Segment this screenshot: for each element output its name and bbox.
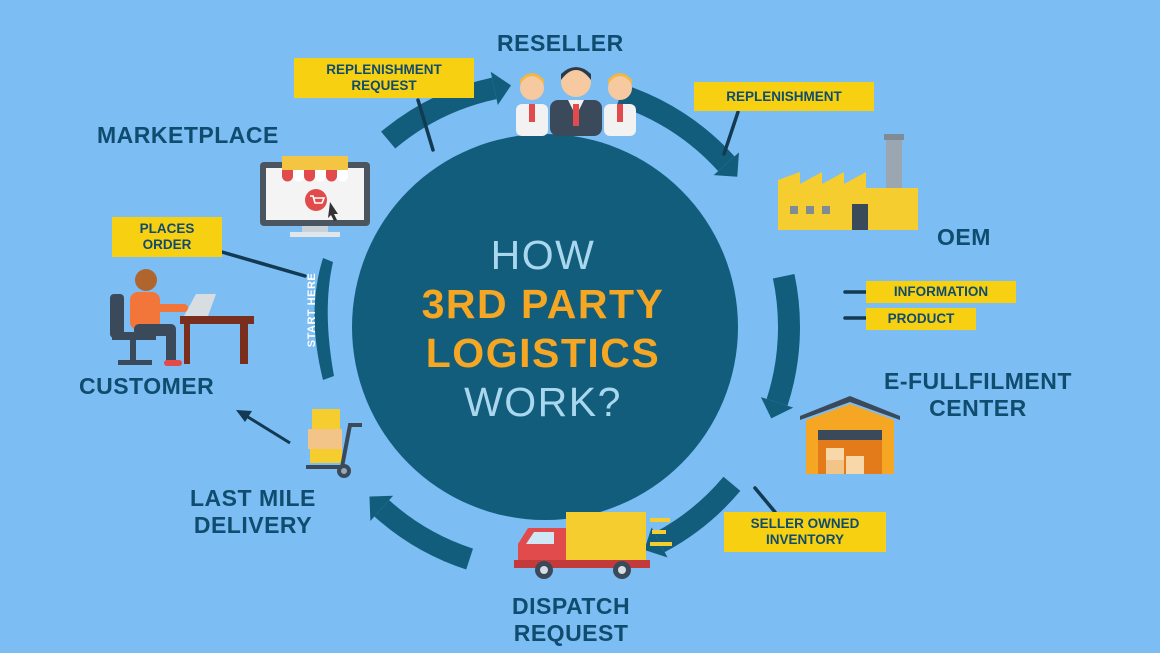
- tag-replenishment-request: REPLENISHMENT REQUEST: [294, 58, 474, 98]
- hand-truck-icon: [306, 409, 362, 478]
- node-dispatch-line1: DISPATCH: [512, 593, 631, 619]
- customer-at-desk-icon: [110, 269, 254, 366]
- node-e-fulfilment: E-FULLFILMENT CENTER: [884, 368, 1072, 422]
- arc-reseller-oem: [616, 84, 735, 172]
- arc-dispatch-lastmile: [374, 500, 474, 570]
- connector-replenishment-request: [416, 98, 435, 152]
- tag-seller-owned-line2: INVENTORY: [765, 532, 844, 547]
- tag-places-order-line1: PLACES: [139, 221, 195, 236]
- node-last-mile: LAST MILE DELIVERY: [190, 485, 316, 539]
- center-title-line4: WORK?: [464, 379, 622, 425]
- tag-product: PRODUCT: [866, 308, 976, 330]
- node-e-fulfilment-line2: CENTER: [929, 395, 1027, 421]
- tag-places-order: PLACES ORDER: [112, 217, 222, 257]
- delivery-truck-icon: [514, 512, 672, 579]
- tag-replenishment-request-line2: REQUEST: [351, 78, 417, 93]
- center-title-line3: LOGISTICS: [425, 330, 661, 376]
- tag-information: INFORMATION: [866, 281, 1016, 303]
- node-last-mile-line2: DELIVERY: [193, 512, 313, 538]
- start-here-segment: [314, 258, 334, 380]
- node-last-mile-line1: LAST MILE: [190, 485, 316, 511]
- tag-replenishment: REPLENISHMENT: [694, 82, 874, 111]
- reseller-people-icon: [516, 67, 636, 136]
- customer-arrow: [236, 410, 291, 445]
- connector-places-order: [220, 250, 307, 278]
- warehouse-icon: [800, 396, 900, 474]
- arc-reseller-marketplace: [381, 77, 497, 149]
- arc-oem-info-head: [760, 397, 794, 419]
- connector-seller-owned: [753, 486, 777, 514]
- center-title-line1: HOW: [490, 232, 596, 278]
- arc-oem-info: [766, 273, 800, 406]
- tag-replenishment-request-line1: REPLENISHMENT: [326, 62, 442, 77]
- arc-dispatch-lastmile-head: [369, 495, 394, 521]
- connector-replenishment: [722, 110, 740, 156]
- tag-seller-owned-line1: SELLER OWNED: [750, 516, 860, 531]
- factory-icon: [778, 134, 918, 230]
- node-dispatch: DISPATCH REQUEST: [512, 593, 630, 647]
- tag-places-order-line2: ORDER: [142, 237, 192, 252]
- center-circle: [352, 134, 738, 520]
- start-here-label: START HERE: [306, 272, 318, 348]
- node-customer: CUSTOMER: [79, 373, 215, 399]
- node-reseller: RESELLER: [497, 30, 624, 56]
- node-marketplace: MARKETPLACE: [97, 122, 279, 148]
- marketplace-screen-icon: [260, 156, 370, 237]
- center-title-line2: 3RD PARTY: [421, 281, 665, 327]
- arc-reseller-oem-head: [713, 152, 739, 177]
- node-dispatch-line2: REQUEST: [513, 620, 629, 646]
- arc-efulfilment-dispatch: [654, 476, 741, 553]
- node-e-fulfilment-line1: E-FULLFILMENT: [884, 368, 1072, 394]
- tag-seller-owned-inventory: SELLER OWNED INVENTORY: [724, 512, 886, 552]
- node-oem: OEM: [937, 224, 991, 250]
- arc-reseller-marketplace-head: [490, 71, 512, 105]
